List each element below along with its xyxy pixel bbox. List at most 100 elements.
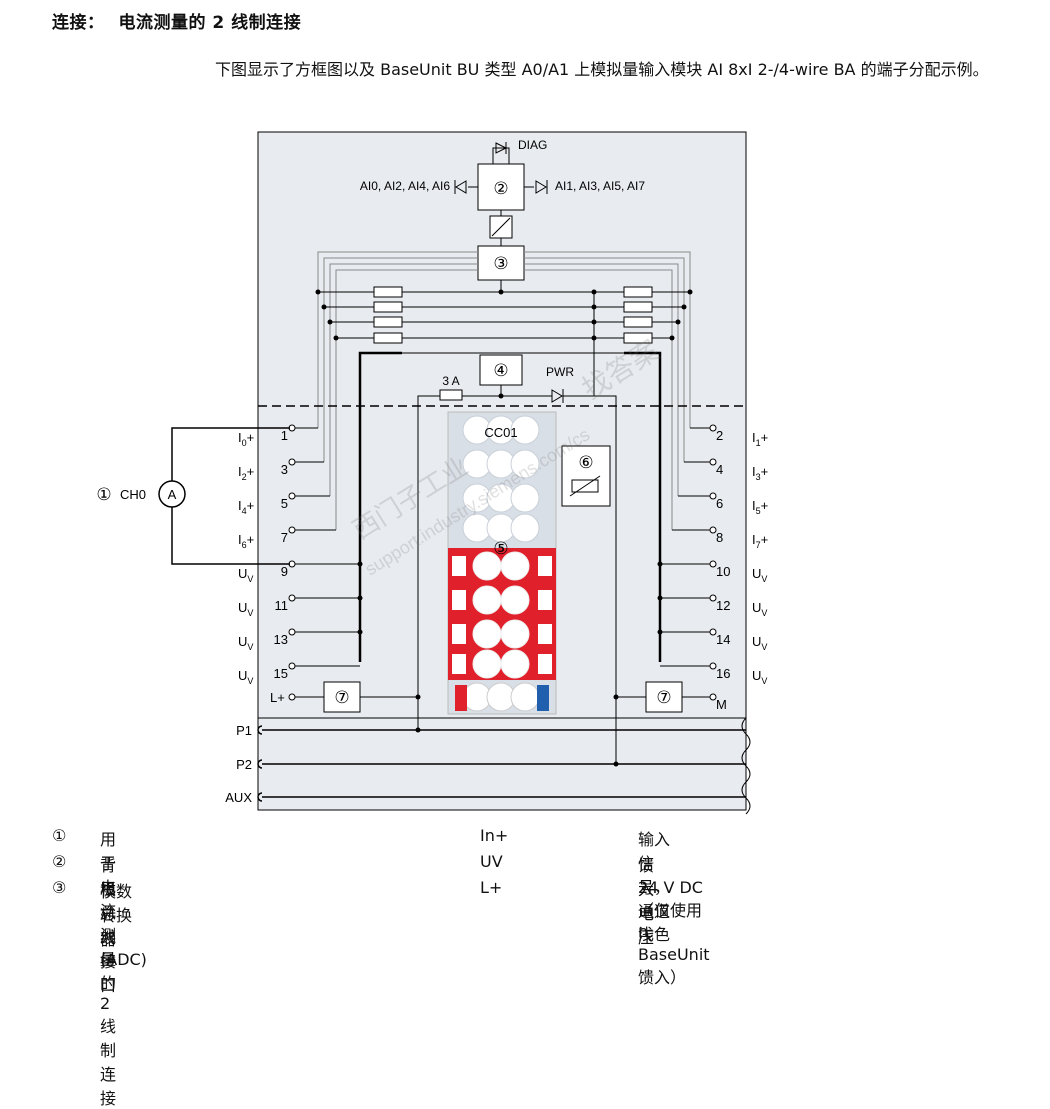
terminal-socket	[510, 415, 540, 445]
terminal-socket	[472, 585, 502, 615]
terminal-number: 13	[274, 632, 288, 647]
terminal-14[interactable]	[709, 628, 717, 636]
terminal-number: 10	[716, 564, 730, 579]
terminal-signal: UV	[238, 634, 253, 652]
terminal-number: 9	[281, 564, 288, 579]
m-label: M	[716, 697, 727, 712]
terminal-number: 15	[274, 666, 288, 681]
terminal-signal: UV	[752, 634, 767, 652]
terminal-number: 14	[716, 632, 730, 647]
terminal-signal: I3+	[752, 464, 768, 482]
terminal-13[interactable]	[288, 628, 296, 636]
terminal-socket	[510, 449, 540, 479]
bus-p1: P1	[236, 723, 252, 738]
terminal-6[interactable]	[709, 492, 717, 500]
terminal-number: 11	[275, 598, 289, 613]
diag-label: DIAG	[518, 138, 547, 152]
fuse-label: 3 A	[442, 374, 459, 388]
terminal-5[interactable]	[288, 492, 296, 500]
terminal-signal: I2+	[238, 464, 254, 482]
terminal-2[interactable]	[709, 424, 717, 432]
terminal-number: 5	[281, 496, 288, 511]
terminal-number: 1	[281, 428, 288, 443]
legend-number: ③	[52, 878, 67, 897]
terminal-number: 7	[281, 530, 288, 545]
terminal-8[interactable]	[709, 526, 717, 534]
terminal-signal: I4+	[238, 498, 254, 516]
protection-box-left	[323, 681, 361, 713]
legend-symbol: In+	[480, 826, 509, 845]
terminal-number: 12	[716, 598, 730, 613]
bridge-slot	[538, 654, 552, 674]
bus-p2: P2	[236, 757, 252, 772]
terminal-12[interactable]	[709, 594, 717, 602]
bridge-slot	[452, 590, 466, 610]
terminal-4[interactable]	[709, 458, 717, 466]
block-diagram: ② DIAG AI0, AI2, AI4, AI6 AI1, AI3, AI5,…	[96, 131, 768, 815]
terminal-3[interactable]	[288, 458, 296, 466]
legend-symbol: UV	[480, 852, 503, 871]
terminal-7[interactable]	[288, 526, 296, 534]
marker-4: ④	[493, 361, 508, 380]
ch0-label: CH0	[120, 487, 146, 502]
terminal-signal: I6+	[238, 532, 254, 550]
section-heading: 连接：电流测量的 2 线制连接	[52, 8, 315, 33]
legend-text: 模数转换器 (ADC)	[100, 882, 147, 969]
terminal-socket	[472, 649, 502, 679]
marker-2: ②	[493, 179, 508, 198]
cc-label: CC01	[484, 425, 517, 440]
terminal-number: 6	[716, 496, 723, 511]
bridge-slot	[452, 654, 466, 674]
terminal-10[interactable]	[709, 560, 717, 568]
terminal-socket	[500, 619, 530, 649]
terminal-signal: UV	[238, 668, 253, 686]
terminal-16[interactable]	[709, 662, 717, 670]
terminal-signal: UV	[752, 600, 767, 618]
terminal-signal: I1+	[752, 430, 768, 448]
marker-5: ⑤	[493, 539, 508, 558]
terminal-number: 16	[716, 666, 730, 681]
bridge-slot	[452, 624, 466, 644]
left-led-label: AI0, AI2, AI4, AI6	[360, 179, 450, 193]
terminal-socket	[510, 513, 540, 543]
marker-6: ⑥	[578, 453, 593, 472]
power-box	[479, 354, 523, 386]
legend-number: ②	[52, 852, 67, 871]
terminal-signal: UV	[238, 566, 253, 584]
marker-7a: ⑦	[334, 688, 349, 707]
terminal-socket	[472, 619, 502, 649]
terminal-signal: I5+	[752, 498, 768, 516]
pwr-label: PWR	[546, 365, 574, 379]
terminal-signal: UV	[752, 668, 767, 686]
marker-7b: ⑦	[656, 688, 671, 707]
ammeter	[158, 480, 186, 508]
terminal-11[interactable]	[288, 594, 296, 602]
bus-aux: AUX	[225, 790, 252, 805]
red-marker	[455, 685, 467, 711]
terminal-signal: I7+	[752, 532, 768, 550]
terminal-signal: UV	[238, 600, 253, 618]
terminal-socket	[510, 483, 540, 513]
intro-text: 下图显示了方框图以及 BaseUnit BU 类型 A0/A1 上模拟量输入模块…	[215, 60, 989, 79]
terminal-number: 4	[716, 462, 723, 477]
bridge-slot	[452, 556, 466, 576]
bridge-slot	[538, 590, 552, 610]
legend-description: 24 V DC（仅使用浅色 BaseUnit 馈入）	[638, 878, 710, 987]
ammeter-label: A	[168, 487, 177, 502]
terminal-15[interactable]	[288, 662, 296, 670]
terminal-number: 2	[716, 428, 723, 443]
legend-symbol: L+	[480, 878, 503, 897]
legend-number: ①	[52, 826, 67, 845]
terminal-signal: I0+	[238, 430, 254, 448]
terminal-socket	[500, 551, 530, 581]
marker-3: ③	[493, 254, 508, 273]
terminal-number: 8	[716, 530, 723, 545]
terminal-socket	[500, 585, 530, 615]
terminal-signal: UV	[752, 566, 767, 584]
heading-label: 连接：	[52, 13, 105, 33]
terminal-socket	[510, 682, 540, 712]
terminal-socket	[500, 649, 530, 679]
marker-1: ①	[96, 485, 111, 504]
bridge-slot	[538, 624, 552, 644]
lplus-label: L+	[270, 690, 285, 705]
